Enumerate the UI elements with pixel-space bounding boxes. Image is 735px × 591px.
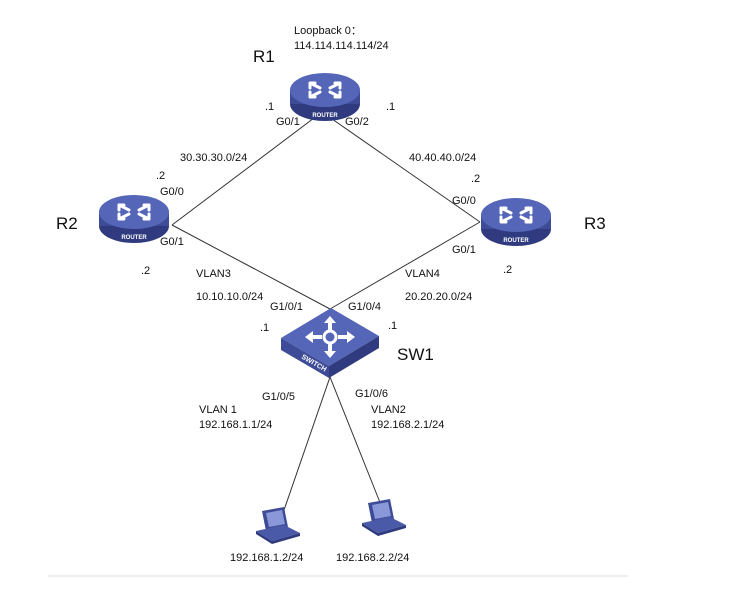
pc2-ip: 192.168.2.2/24 — [336, 552, 410, 564]
vlan4-subnet: 20.20.20.0/24 — [405, 291, 473, 303]
subnet-r1-r2: 30.30.30.0/24 — [180, 152, 248, 164]
link-sw1-pc2 — [329, 376, 382, 506]
r1-left-host: .1 — [265, 101, 275, 113]
device-name-r3: R3 — [584, 214, 606, 233]
sw1-right-port: G1/0/4 — [348, 301, 382, 313]
vlan4-label: VLAN4 — [405, 268, 440, 280]
sw1-right-host: .1 — [388, 320, 398, 332]
loopback-ip: 114.114.114.114/24 — [294, 40, 389, 52]
pc-1[interactable] — [254, 505, 304, 550]
link-r1-r3 — [321, 111, 481, 223]
device-name-r1: R1 — [253, 47, 275, 66]
subnet-r1-r3: 40.40.40.0/24 — [409, 152, 477, 164]
r1-left-port: G0/1 — [276, 116, 300, 128]
router-badge: ROUTER — [312, 113, 338, 119]
r1-right-host: .1 — [386, 101, 396, 113]
pc1-ip: 192.168.1.2/24 — [230, 552, 304, 564]
router-r3[interactable]: ROUTER — [479, 195, 553, 254]
router-icon: ROUTER — [99, 195, 169, 243]
router-badge: ROUTER — [121, 235, 147, 241]
r2-top-port: G0/0 — [160, 186, 184, 198]
r3-top-host: .2 — [471, 173, 481, 185]
vlan3-label: VLAN3 — [196, 268, 231, 280]
sw1-pc2-port: G1/0/6 — [355, 388, 389, 400]
r1-right-port: G0/2 — [345, 116, 369, 128]
router-r1[interactable]: ROUTER — [288, 70, 362, 129]
vlan1-ip: 192.168.1.1/24 — [199, 419, 273, 431]
router-r2[interactable]: ROUTER — [97, 192, 171, 251]
link-r3-sw1 — [329, 221, 481, 310]
r3-top-port: G0/0 — [452, 195, 476, 207]
switch-sw1[interactable]: SWITCH — [279, 306, 381, 383]
r2-top-host: .2 — [156, 170, 166, 182]
vlan3-subnet: 10.10.10.0/24 — [196, 291, 264, 303]
vlan2-ip: 192.168.2.1/24 — [371, 419, 445, 431]
vlan2-label: VLAN2 — [371, 404, 406, 416]
loopback-label: Loopback 0： — [294, 25, 362, 37]
device-name-sw1: SW1 — [397, 345, 434, 364]
router-icon: ROUTER — [290, 73, 360, 121]
computer-icon — [362, 499, 406, 536]
router-icon: ROUTER — [481, 198, 551, 246]
sw1-left-port: G1/0/1 — [270, 301, 304, 313]
r2-bottom-port: G0/1 — [160, 236, 184, 248]
r3-bottom-port: G0/1 — [452, 244, 476, 256]
divider — [48, 575, 628, 577]
switch-icon: SWITCH — [281, 308, 379, 378]
pc-2[interactable] — [360, 497, 410, 542]
r2-bottom-host: .2 — [141, 265, 151, 277]
link-r1-r2 — [171, 111, 323, 226]
sw1-pc1-port: G1/0/5 — [262, 391, 296, 403]
device-name-r2: R2 — [56, 214, 78, 233]
router-badge: ROUTER — [503, 238, 529, 244]
r3-bottom-host: .2 — [503, 264, 513, 276]
link-r2-sw1 — [171, 224, 331, 310]
link-sw1-pc1 — [282, 376, 331, 514]
sw1-left-host: .1 — [260, 322, 270, 334]
computer-icon — [256, 507, 300, 544]
vlan1-label: VLAN 1 — [199, 404, 237, 416]
